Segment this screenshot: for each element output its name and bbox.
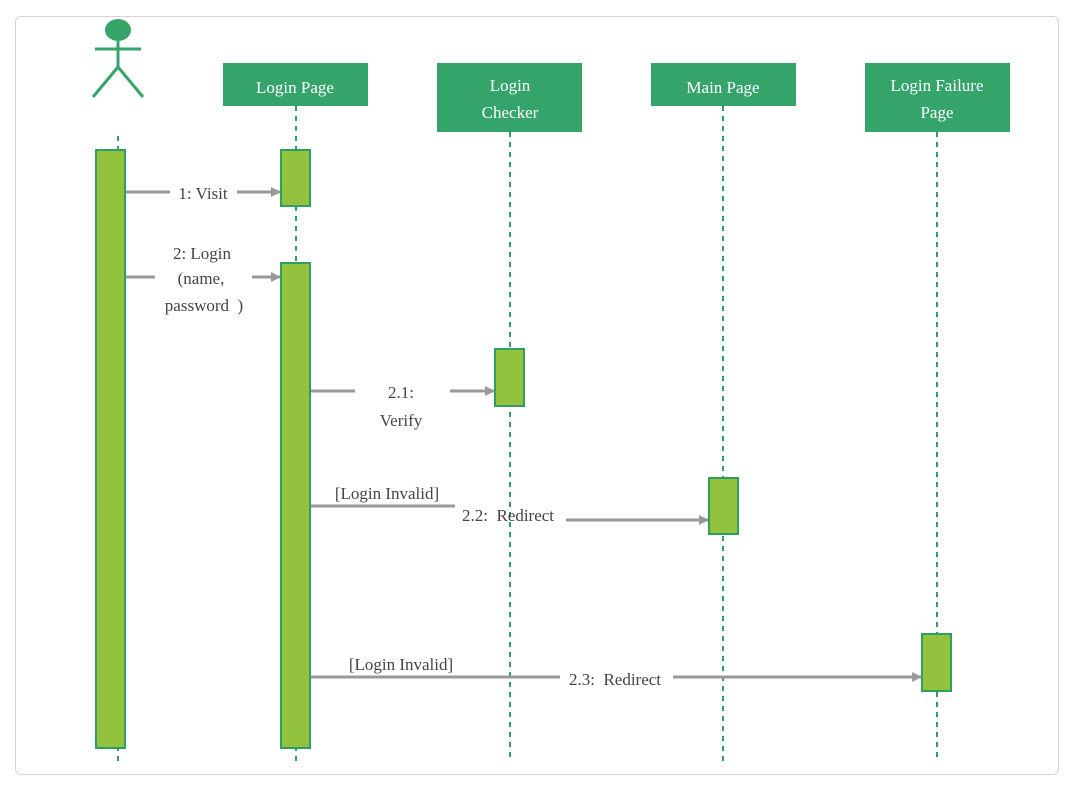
participant-main-page[interactable]: Main Page (651, 63, 796, 106)
activation-login-failure-page[interactable] (921, 633, 952, 692)
message-label: 2.2: Redirect (462, 506, 554, 525)
guard-label: [Login Invalid] (335, 484, 439, 503)
activation-login-checker[interactable] (494, 348, 525, 407)
activation-actor[interactable] (95, 149, 126, 749)
message-label: 1: Visit (178, 184, 227, 203)
participant-label: Page (920, 103, 953, 122)
message-label: Verify (380, 411, 423, 430)
message-label: (name, (178, 269, 225, 288)
diagram-canvas (15, 16, 1059, 775)
actor-head (105, 19, 131, 41)
participant-label: Login (490, 76, 531, 95)
message-label: 2.1: (388, 383, 414, 402)
actor-right-leg (116, 66, 145, 98)
participant-login-failure-page[interactable]: Login Failure Page (865, 63, 1010, 132)
participant-login-checker[interactable]: Login Checker (437, 63, 582, 132)
participant-label: Login Failure (890, 76, 983, 95)
activation-login-page-login[interactable] (280, 262, 311, 749)
activation-main-page[interactable] (708, 477, 739, 535)
activation-login-page-visit[interactable] (280, 149, 311, 207)
message-redirect-failure[interactable]: [Login Invalid] 2.3: Redirect (311, 655, 922, 689)
participant-login-page[interactable]: Login Page (223, 63, 368, 106)
participant-label: Checker (482, 103, 539, 122)
actor-left-leg (91, 66, 120, 98)
message-label: password ) (165, 296, 243, 315)
message-label: 2.3: Redirect (569, 670, 661, 689)
actor-figure-icon[interactable] (91, 19, 145, 98)
participant-label: Login Page (256, 78, 334, 97)
message-login[interactable]: 2: Login (name, password ) (126, 244, 281, 315)
participant-label: Main Page (686, 78, 759, 97)
message-redirect-main[interactable]: [Login Invalid] 2.2: Redirect (311, 484, 709, 525)
guard-label: [Login Invalid] (349, 655, 453, 674)
message-label: 2: Login (173, 244, 232, 263)
message-verify[interactable]: 2.1: Verify (311, 383, 495, 430)
message-visit[interactable]: 1: Visit (126, 184, 281, 203)
